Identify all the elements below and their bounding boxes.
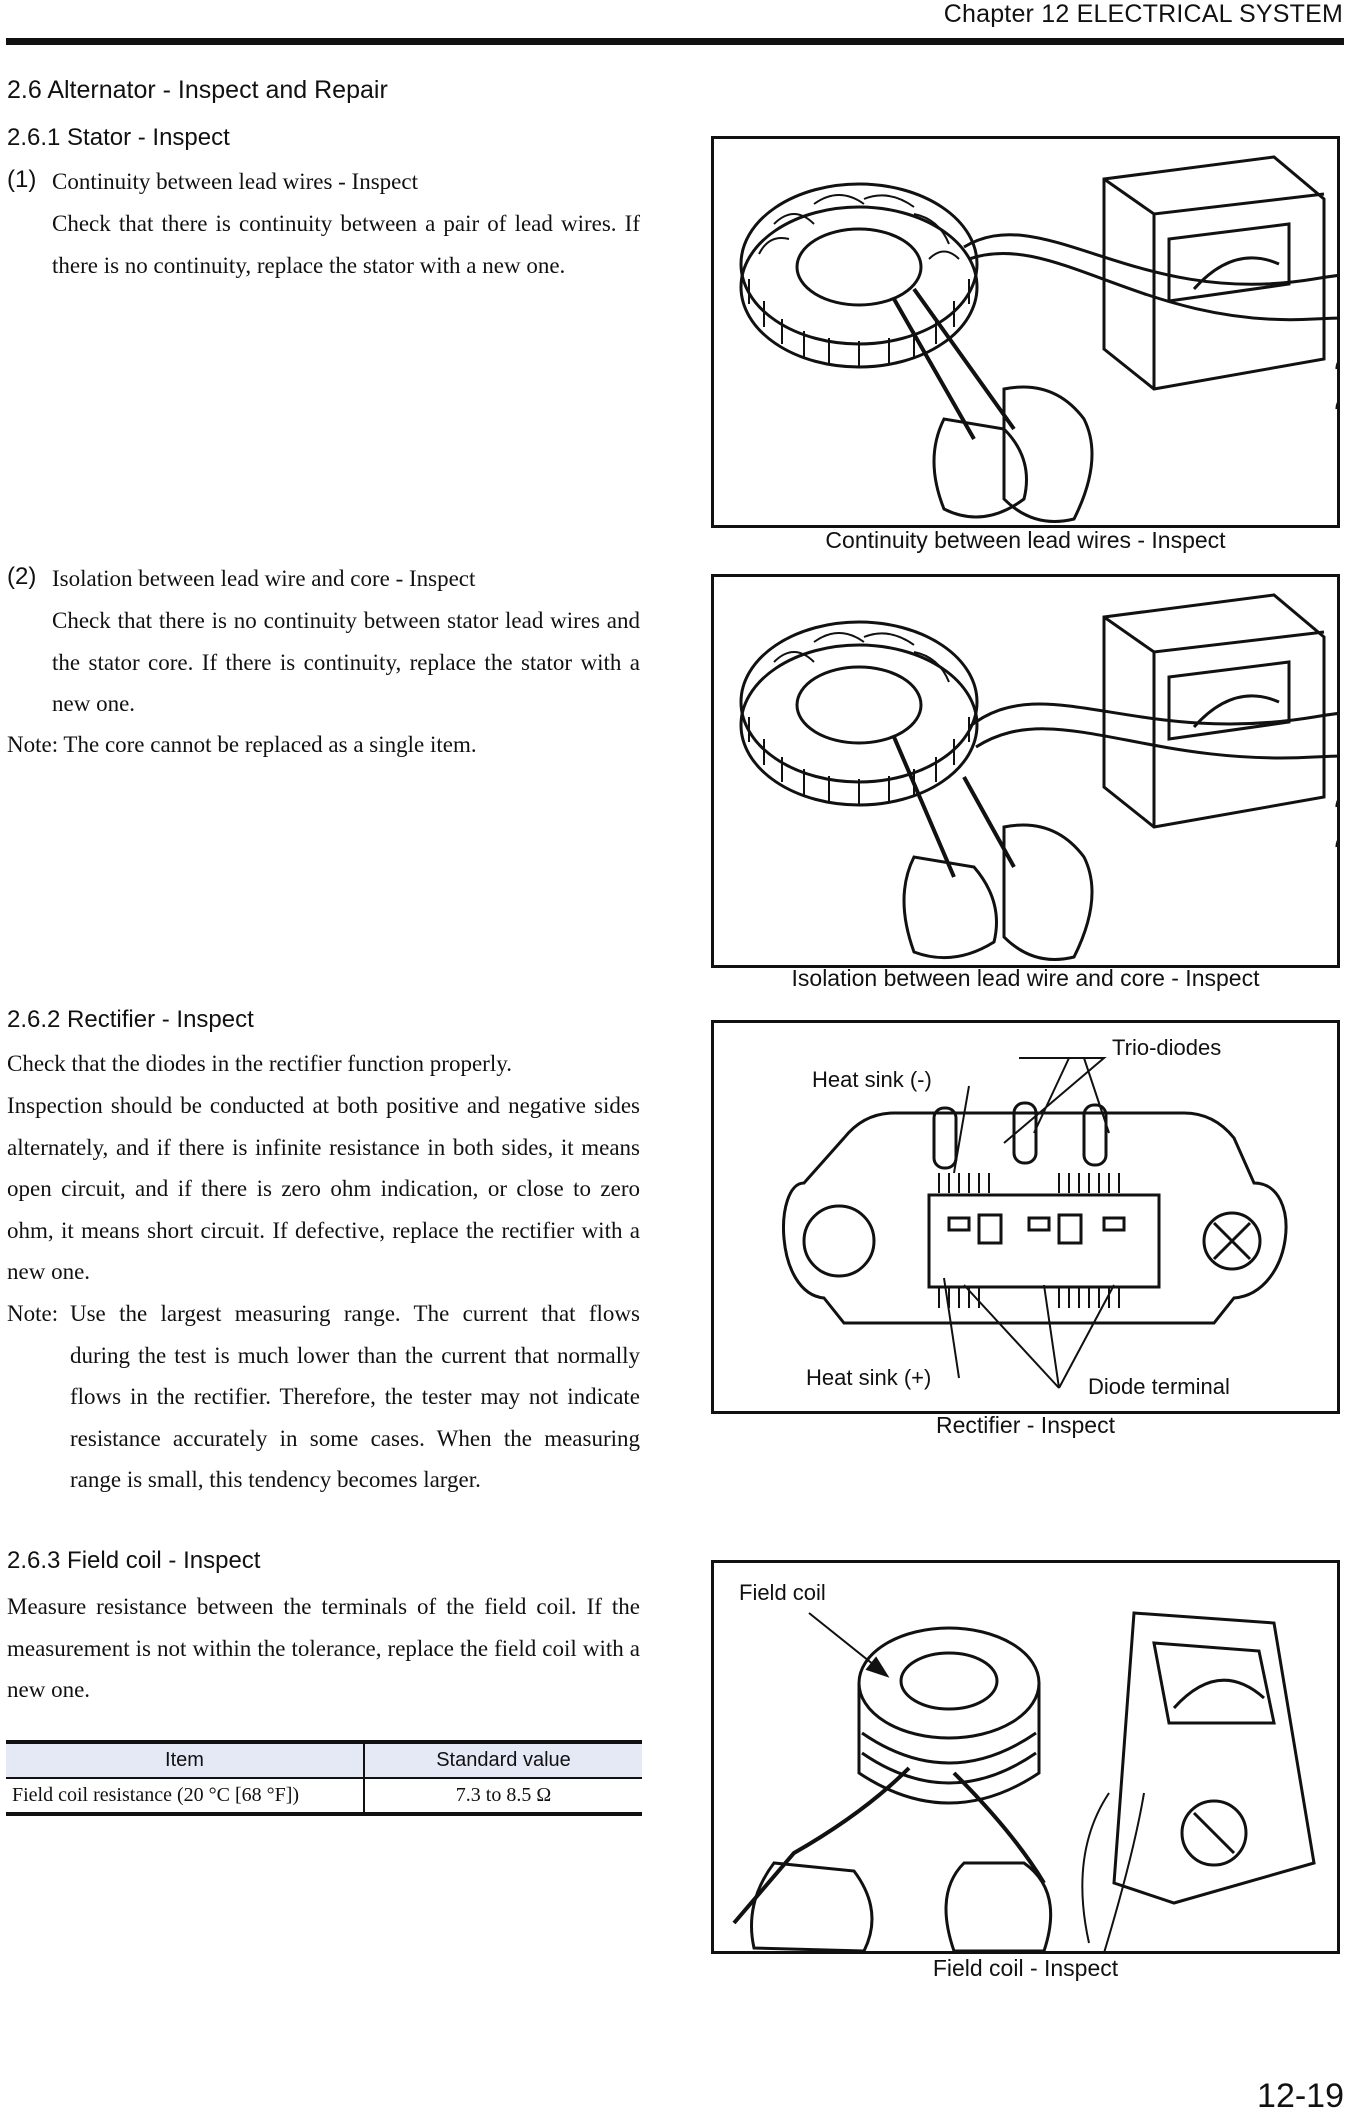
rectifier-title: 2.6.2 Rectifier - Inspect [7,1006,254,1033]
table-header-value: Standard value [436,1749,571,1771]
header-rule [6,38,1344,45]
item1-body: Check that there is continuity between a… [52,211,640,278]
label-diode-terminal: Diode terminal [1088,1374,1230,1399]
fieldcoil-title: 2.6.3 Field coil - Inspect [7,1547,261,1574]
figure-isolation [711,574,1352,968]
figure-continuity [711,136,1352,528]
table-header-row: Item Standard value [6,1744,642,1778]
stator-title: 2.6.1 Stator - Inspect [7,124,230,151]
spec-table: Item Standard value Field coil resistanc… [6,1744,642,1812]
rectifier-body2: Inspection should be conducted at both p… [7,1093,640,1284]
table-header-item: Item [6,1744,365,1778]
rectifier-note-body: Use the largest measuring range. The cur… [70,1301,640,1492]
item2-body: Check that there is no continuity betwee… [52,608,640,716]
figure-rectifier [711,1020,1340,1414]
figure-rectifier-caption: Rectifier - Inspect [936,1412,1115,1438]
table-top-rule [6,1740,642,1744]
figure-isolation-caption: Isolation between lead wire and core - I… [791,965,1260,991]
table-cell-item: Field coil resistance (20 °C [68 °F]) [6,1778,365,1812]
stator-continuity-illustration [739,155,1352,523]
section-title: 2.6 Alternator - Inspect and Repair [7,76,388,104]
figure-continuity-caption: Continuity between lead wires - Inspect [825,527,1226,553]
figure-fieldcoil-caption: Field coil - Inspect [932,1955,1119,1981]
label-heatsink-pos: Heat sink (+) [806,1365,932,1390]
label-field-coil: Field coil [739,1580,826,1605]
item1-number: (1) [7,166,37,193]
stator-note: Note: The core cannot be replaced as a s… [7,732,477,757]
fieldcoil-body: Measure resistance between the terminals… [7,1594,640,1702]
rectifier-body1: Check that the diodes in the rectifier f… [7,1051,512,1076]
fieldcoil-illustration [732,1611,1316,1954]
spec-table-wrapper: Item Standard value Field coil resistanc… [6,1740,642,1816]
figure-fieldcoil [711,1560,1340,1954]
label-heatsink-neg: Heat sink (-) [812,1067,932,1092]
stator-isolation-illustration [739,593,1352,961]
table-row: Field coil resistance (20 °C [68 °F]) 7.… [6,1778,642,1812]
rectifier-illustration [782,1057,1288,1389]
chapter-header: Chapter 12 ELECTRICAL SYSTEM [943,0,1343,28]
rectifier-note-label: Note: [7,1301,59,1326]
item2-heading: Isolation between lead wire and core - I… [52,566,476,591]
item2-number: (2) [7,563,37,590]
table-cell-value: 7.3 to 8.5 Ω [455,1784,552,1806]
label-trio-diodes: Trio-diodes [1112,1035,1222,1060]
page-number: 12-19 [1257,2077,1344,2115]
item1-heading: Continuity between lead wires - Inspect [52,169,418,194]
table-bottom-rule [6,1812,642,1816]
